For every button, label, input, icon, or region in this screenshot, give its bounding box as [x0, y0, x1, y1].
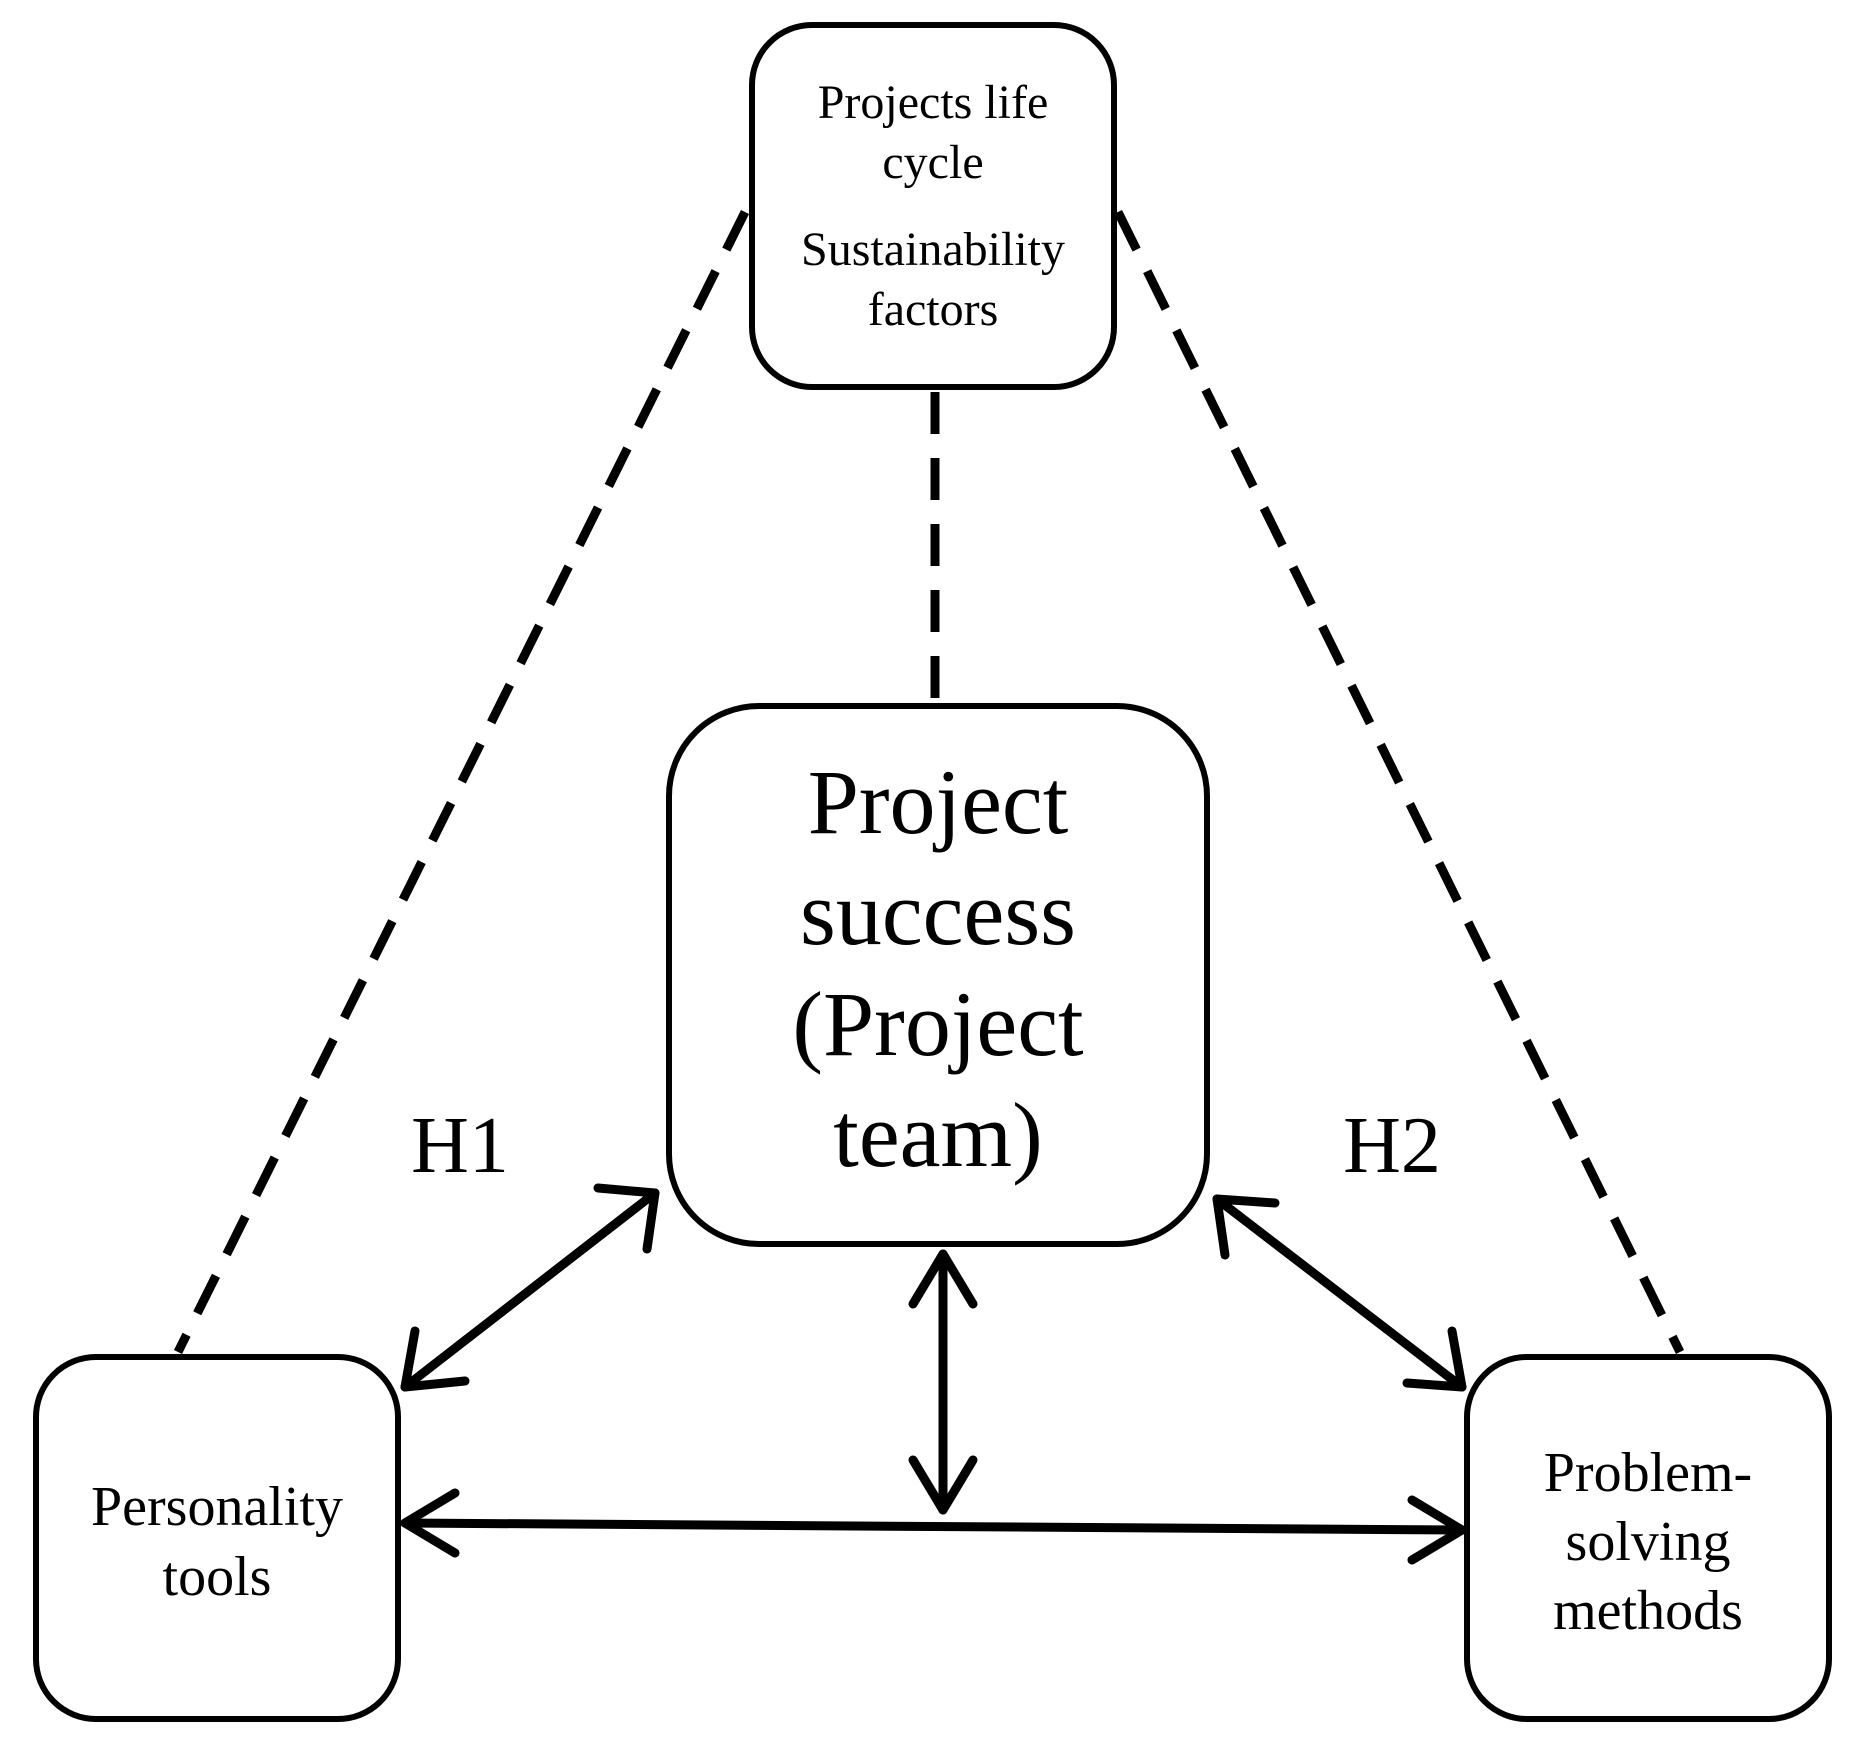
node-top-line-3: Sustainability — [801, 223, 1065, 276]
edge-top-right-dashed — [1113, 210, 1685, 1354]
node-top-line-4: factors — [868, 283, 999, 336]
node-center-line-2: success — [800, 862, 1076, 964]
edge-center-left-arrow — [400, 1183, 660, 1392]
edge-top-left-dashed — [173, 209, 750, 1355]
node-top-line-1: Projects life — [818, 76, 1049, 129]
edge-left-right-arrow — [400, 1488, 1467, 1565]
node-top-box — [749, 22, 1117, 390]
node-left-box — [33, 1354, 401, 1722]
node-left-line-2: tools — [163, 1546, 272, 1608]
edge-center-right-arrow — [1212, 1194, 1467, 1392]
node-left-line-1: Personality — [91, 1476, 343, 1538]
node-right-line-1: Problem- — [1544, 1442, 1752, 1504]
node-center-line-1: Project — [808, 751, 1069, 853]
node-right-line-3: methods — [1553, 1580, 1743, 1642]
edge-center-bottom-arrow — [908, 1249, 978, 1515]
node-center-box — [666, 703, 1210, 1247]
node-right-box — [1464, 1354, 1832, 1722]
label-h1: H1 — [411, 1102, 509, 1190]
label-h2: H2 — [1343, 1102, 1441, 1190]
node-top-line-2: cycle — [882, 136, 983, 189]
node-center-line-3: (Project — [792, 973, 1084, 1075]
node-right-line-2: solving — [1566, 1511, 1731, 1573]
node-center-line-4: team) — [833, 1084, 1042, 1186]
